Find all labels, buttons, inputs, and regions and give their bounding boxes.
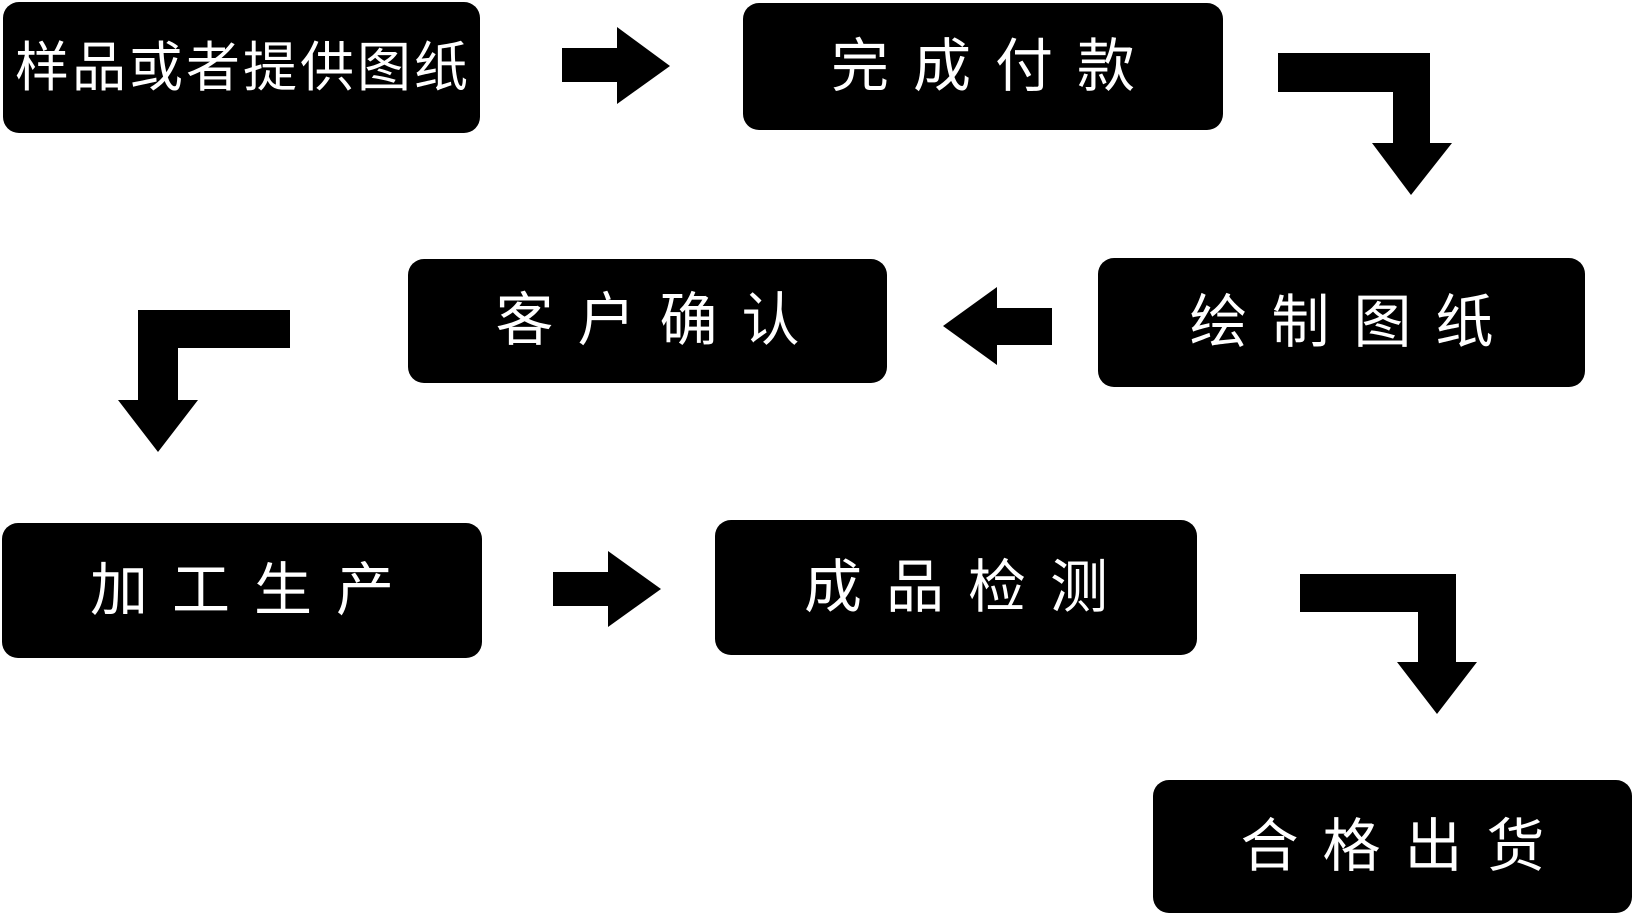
node-label: 成品检测: [803, 554, 1132, 620]
node-label: 样品或者提供图纸: [15, 37, 471, 98]
node-draw-drawings: 绘制图纸: [1098, 258, 1585, 387]
arrow-production-to-inspection-icon: [553, 551, 661, 627]
node-qualified-shipment: 合格出货: [1153, 780, 1632, 913]
node-customer-confirm: 客户确认: [408, 259, 887, 383]
node-label: 加工生产: [89, 557, 418, 623]
arrow-drawing-to-confirm-icon: [943, 287, 1052, 365]
node-label: 客户确认: [495, 288, 824, 353]
node-label: 完成付款: [830, 33, 1159, 99]
arrow-inspection-to-shipment-icon: [1300, 574, 1477, 714]
arrow-sample-to-payment-icon: [562, 27, 670, 104]
node-label: 绘制图纸: [1189, 289, 1518, 355]
node-complete-payment: 完成付款: [743, 3, 1223, 130]
node-label: 合格出货: [1240, 813, 1569, 879]
node-sample-or-drawing: 样品或者提供图纸: [3, 2, 480, 133]
arrow-confirm-to-production-icon: [118, 310, 290, 452]
arrow-payment-to-drawing-icon: [1278, 53, 1452, 195]
node-processing-production: 加工生产: [2, 523, 482, 658]
node-finished-product-inspection: 成品检测: [715, 520, 1197, 655]
